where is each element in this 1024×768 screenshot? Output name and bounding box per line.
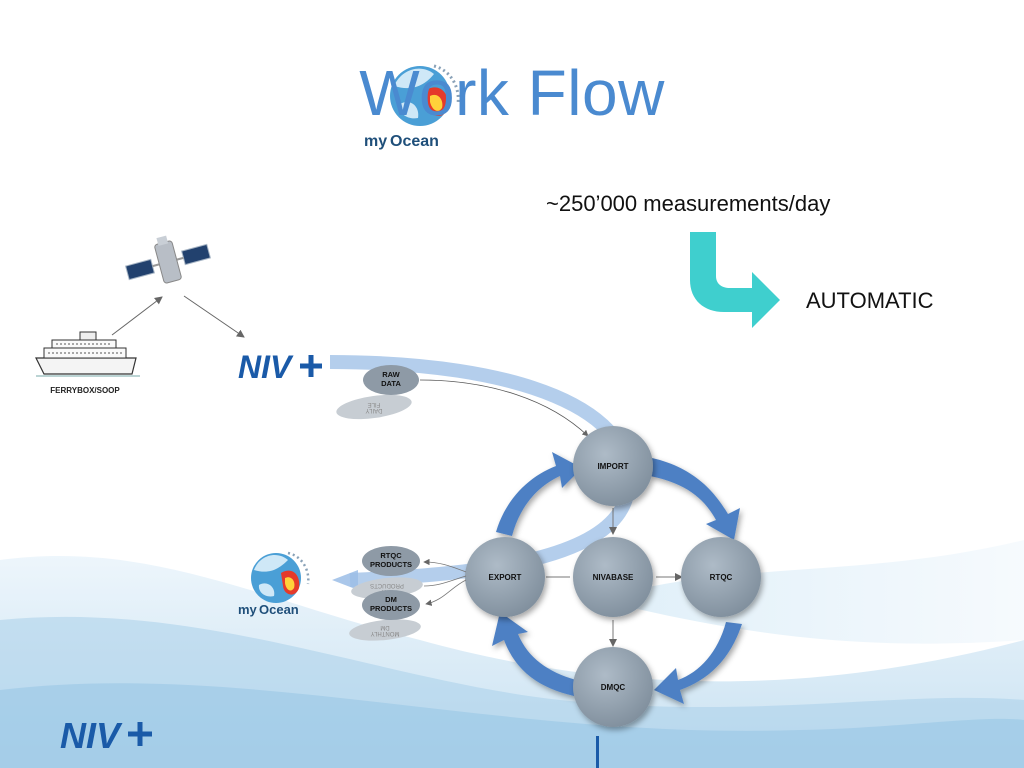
ship-to-satellite-arrow bbox=[111, 296, 163, 336]
node-import bbox=[573, 426, 653, 506]
svg-text:DM: DM bbox=[380, 624, 389, 630]
node-dmqc bbox=[573, 647, 653, 727]
svg-text:PRODUCTS: PRODUCTS bbox=[370, 604, 412, 613]
ship-icon bbox=[35, 331, 140, 377]
myocean-word: Ocean bbox=[390, 133, 439, 150]
node-dmqc-label: DMQC bbox=[601, 683, 626, 692]
myocean-logo-left: my Ocean bbox=[238, 551, 310, 617]
ship-label: FERRYBOX/SOOP bbox=[50, 386, 120, 395]
footer-bar bbox=[596, 736, 599, 768]
svg-text:PRODUCTS: PRODUCTS bbox=[370, 582, 404, 588]
myocean-prefix: my bbox=[364, 133, 387, 150]
myocean-prefix: my bbox=[238, 602, 258, 617]
svg-text:DATA: DATA bbox=[381, 379, 401, 388]
raw-data-blob: DAILY FILE RAW DATA bbox=[336, 365, 419, 420]
node-nivabase-label: NIVABASE bbox=[593, 573, 634, 582]
slide-title: Work Flow bbox=[359, 57, 665, 129]
teal-arrow-icon bbox=[690, 232, 780, 328]
inner-connectors bbox=[546, 508, 683, 647]
niva-logo-text: NIV bbox=[60, 715, 123, 756]
data-flow-arrowhead bbox=[332, 570, 358, 590]
globe-icon bbox=[390, 64, 460, 126]
background-waves bbox=[0, 540, 1024, 768]
myocean-logo-top: my Ocean bbox=[364, 64, 460, 150]
node-export-label: EXPORT bbox=[489, 573, 522, 582]
satellite-icon bbox=[125, 235, 211, 284]
svg-text:MONTHLY: MONTHLY bbox=[371, 630, 400, 636]
node-rtqc-label: RTQC bbox=[710, 573, 733, 582]
satellite-to-niva-arrow bbox=[183, 295, 245, 338]
raw-to-import-arrow bbox=[419, 379, 589, 437]
niva-logo-bottom: NIV bbox=[60, 715, 152, 756]
node-import-label: IMPORT bbox=[597, 462, 628, 471]
automatic-label: AUTOMATIC bbox=[806, 288, 934, 313]
globe-icon bbox=[251, 551, 310, 603]
export-connectors bbox=[423, 558, 467, 606]
node-rtqc bbox=[681, 537, 761, 617]
svg-text:DAILY: DAILY bbox=[366, 407, 383, 413]
node-export bbox=[465, 537, 545, 617]
node-nivabase bbox=[573, 537, 653, 617]
cycle-arrows bbox=[492, 452, 742, 704]
svg-text:DM: DM bbox=[385, 595, 397, 604]
svg-text:RTQC: RTQC bbox=[380, 551, 402, 560]
myocean-word: Ocean bbox=[259, 602, 299, 617]
measurements-text: ~250’000 measurements/day bbox=[546, 191, 831, 216]
svg-text:PRODUCTS: PRODUCTS bbox=[370, 560, 412, 569]
niva-logo-text: NIV bbox=[238, 349, 294, 385]
svg-text:FILE: FILE bbox=[368, 401, 381, 407]
niva-logo-middle: NIV bbox=[238, 349, 322, 385]
svg-text:RAW: RAW bbox=[382, 370, 400, 379]
dm-products-blob: MONTHLY DM DM PRODUCTS bbox=[349, 590, 421, 641]
